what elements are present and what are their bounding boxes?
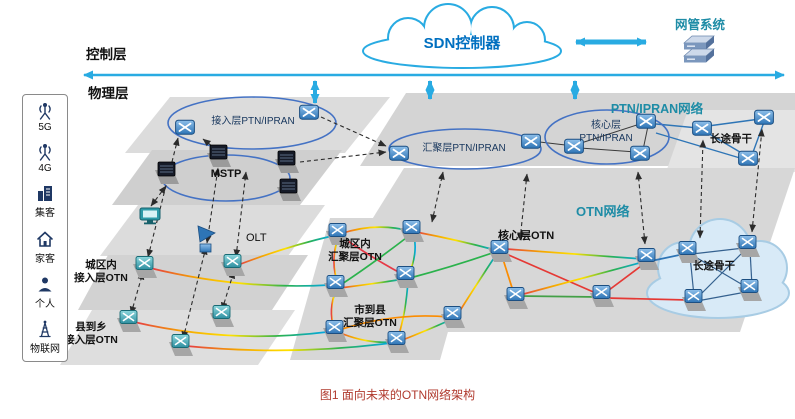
sidebar-item-5g: 5G (35, 101, 55, 133)
ptn-backbone-label: 长途骨干 (710, 133, 752, 145)
county-access-line1: 县到乡 (75, 321, 107, 333)
otn-network-label: OTN网络 (576, 204, 630, 219)
antenna-5g-icon (39, 103, 51, 120)
access-ptn-ring (167, 96, 337, 150)
mstp-label: MSTP (210, 168, 242, 180)
sidebar-label-5g: 5G (38, 122, 52, 133)
otn-backbone-label: 长途骨干 (693, 260, 735, 272)
access-ptn-label: 接入层PTN/IPRAN (211, 116, 295, 127)
olt-label: OLT (246, 232, 267, 244)
person-icon (38, 277, 52, 292)
customer-types-panel: 5G 4G 集客 家客 个人 物 (22, 94, 68, 362)
interlayer-dashed-arrows (129, 116, 765, 340)
backbone-router-icon (738, 150, 758, 166)
olt-devices (139, 207, 216, 253)
sidebar-item-4g: 4G (35, 142, 55, 174)
core-ptn-line2: PTN/IPRAN (579, 132, 633, 144)
aggregation-ptn-label: 汇聚层PTN/IPRAN (422, 143, 506, 154)
nms-server-icon (683, 35, 715, 63)
county-agg-line1: 市到县 (354, 304, 386, 316)
sidebar-item-personal: 个人 (35, 274, 55, 310)
core-otn-label: 核心层OTN (498, 230, 555, 242)
figure-caption: 图1 面向未来的OTN网络架构 (319, 388, 476, 402)
plane-olt (100, 205, 325, 256)
urban-agg-line2: 汇聚层OTN (328, 250, 382, 263)
county-access-otn-label: 县到乡 接入层OTN (56, 321, 126, 346)
core-ptn-ring (544, 109, 670, 165)
core-ptn-line1: 核心层 (591, 120, 621, 131)
county-agg-line2: 汇聚层OTN (343, 316, 397, 329)
sidebar-item-iot: 物联网 (30, 319, 60, 355)
backbone-router-icon (754, 109, 774, 125)
urban-access-line2: 接入层OTN (74, 271, 128, 284)
core-ptn-label: 核心层 PTN/IPRAN (561, 120, 651, 145)
plane-ptn-access-layer (125, 97, 390, 153)
iot-tower-icon (39, 320, 51, 338)
sidebar-label-personal: 个人 (35, 298, 55, 310)
urban-access-line1: 城区内 (85, 259, 117, 271)
ptn-network-label: PTN/IPRAN网络 (610, 102, 704, 116)
sdn-cloud (362, 3, 562, 69)
control-physical-arrows (310, 80, 580, 104)
physical-layer-label: 物理层 (88, 86, 129, 101)
ptn-router-icon (175, 119, 195, 135)
sidebar-item-home-customer: 家客 (35, 229, 55, 265)
control-layer-label: 控制层 (86, 47, 127, 62)
county-access-line2: 接入层OTN (64, 333, 118, 346)
nms-label: 网管系统 (674, 18, 725, 32)
county-aggregation-otn-label: 市到县 汇聚层OTN (336, 304, 404, 329)
olt-box-icon (199, 243, 212, 253)
home-icon (37, 230, 53, 247)
ptn-router-icon (630, 145, 650, 161)
network-planes (60, 93, 795, 365)
building-icon (38, 186, 52, 202)
antenna-4g-icon (39, 144, 51, 161)
urban-agg-line1: 城区内 (339, 238, 371, 250)
sidebar-label-4g: 4G (38, 163, 52, 175)
urban-access-otn-label: 城区内 接入层OTN (66, 259, 136, 284)
sdn-controller-label: SDN控制器 (423, 35, 501, 52)
sidebar-label-group-customer: 集客 (35, 208, 55, 220)
sidebar-label-home-customer: 家客 (35, 253, 55, 265)
sidebar-item-group-customer: 集客 (35, 183, 55, 219)
optical-splitter-icon (197, 225, 216, 243)
aggregation-ptn-ring (388, 128, 542, 170)
sidebar-label-iot: 物联网 (30, 343, 60, 355)
urban-aggregation-otn-label: 城区内 汇聚层OTN (321, 238, 389, 263)
